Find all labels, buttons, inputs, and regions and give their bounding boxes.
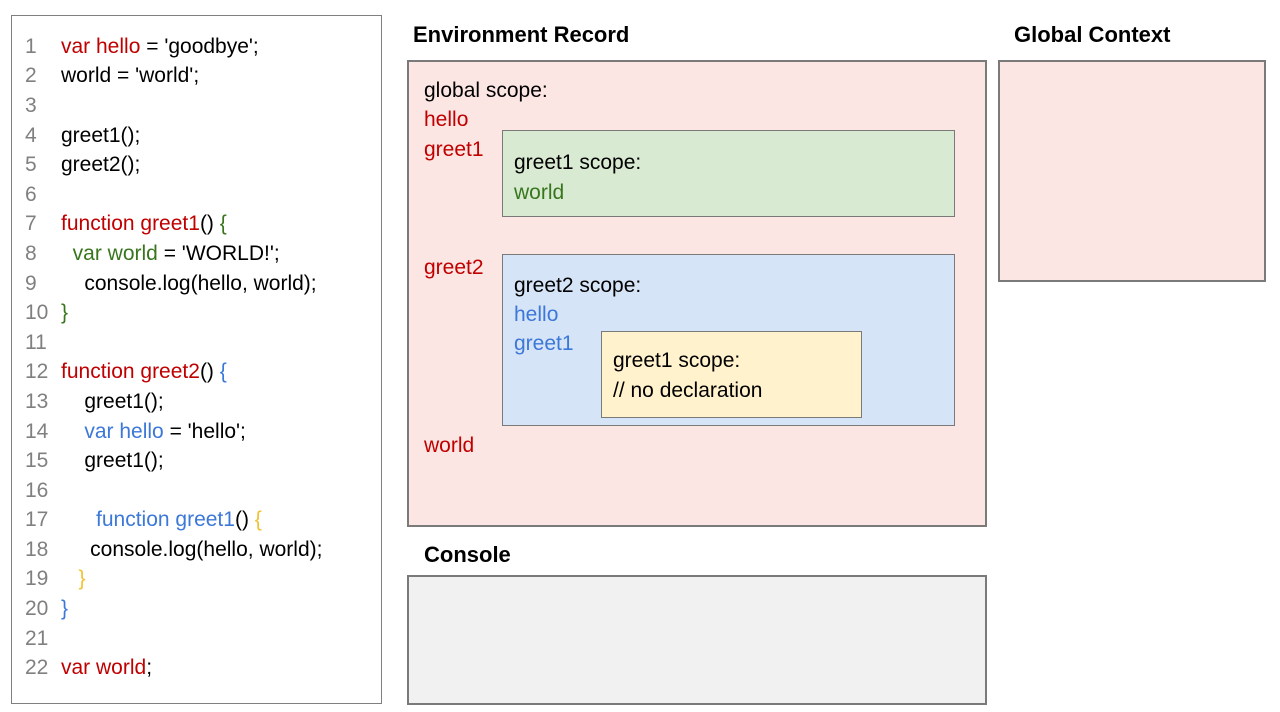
console-output-box [407, 575, 987, 705]
line-number: 13 [25, 389, 49, 413]
code-text: } [61, 597, 69, 621]
code-line: 18 console.log(hello, world); [12, 535, 381, 565]
line-number: 4 [25, 123, 37, 147]
line-number: 14 [25, 419, 49, 443]
code-line: 8 var world = 'WORLD!'; [12, 239, 381, 269]
code-text: console.log(hello, world); [61, 537, 323, 561]
code-text: greet2(); [61, 153, 141, 177]
line-number: 18 [25, 537, 49, 561]
code-line: 19 } [12, 565, 381, 595]
line-number: 20 [25, 597, 49, 621]
code-line: 14 var hello = 'hello'; [12, 417, 381, 447]
code-text: } [61, 301, 69, 325]
code-line: 12 function greet2() { [12, 358, 381, 388]
line-number: 12 [25, 360, 49, 384]
line-number: 15 [25, 449, 49, 473]
code-line: 5 greet2(); [12, 150, 381, 180]
code-panel: 1 var hello = 'goodbye'; 2 world = 'world';… [11, 15, 382, 704]
code-text: } [78, 567, 86, 591]
code-line: 13 greet1(); [12, 387, 381, 417]
greet1-inner-scope-box [601, 331, 862, 418]
code-line: 22 var world; [12, 653, 381, 683]
greet2-scope-label: greet2 scope: [514, 274, 642, 297]
console-title: Console [424, 542, 511, 567]
code-line: 21 [12, 624, 381, 654]
global-scope-var-hello: hello [424, 108, 469, 131]
global-context-title: Global Context [1014, 22, 1171, 47]
global-scope-var-world: world [424, 434, 475, 457]
global-context-box [998, 60, 1266, 282]
line-number: 17 [25, 508, 49, 532]
code-line: 6 [12, 180, 381, 210]
line-number: 8 [25, 241, 37, 265]
line-number: 10 [25, 301, 49, 325]
greet1-scope-var-world: world [514, 181, 565, 204]
line-number: 6 [25, 182, 37, 206]
line-number: 7 [25, 212, 37, 236]
code-text: var world = 'WORLD!'; [72, 241, 280, 265]
greet1-inner-scope-label: greet1 scope: [613, 349, 741, 372]
code-text: function greet2() { [61, 360, 227, 384]
code-line: 16 [12, 476, 381, 506]
line-number: 3 [25, 93, 37, 117]
code-line: 20} [12, 594, 381, 624]
global-scope-label: global scope: [424, 79, 548, 102]
greet2-scope-var-hello: hello [514, 303, 559, 326]
code-text: greet1(); [61, 389, 164, 413]
greet2-scope-var-greet1: greet1 [514, 332, 574, 355]
greet1-scope-label: greet1 scope: [514, 151, 642, 174]
code-line: 10} [12, 298, 381, 328]
line-number: 22 [25, 656, 49, 680]
code-line: 17 function greet1() { [12, 506, 381, 536]
code-line: 9 console.log(hello, world); [12, 269, 381, 299]
code-line: 3 [12, 91, 381, 121]
environment-record-title: Environment Record [413, 22, 630, 47]
code-text: console.log(hello, world); [61, 271, 317, 295]
greet1-scope-box [502, 130, 955, 217]
line-number: 5 [25, 153, 37, 177]
code-text: world = 'world'; [61, 64, 200, 88]
line-number: 2 [25, 64, 37, 88]
code-line: 7 function greet1() { [12, 210, 381, 240]
code-line: 1 var hello = 'goodbye'; [12, 32, 381, 62]
code-text: var hello = 'hello'; [84, 419, 246, 443]
line-number: 11 [25, 330, 47, 354]
code-line: 4 greet1(); [12, 121, 381, 151]
line-number: 16 [25, 478, 49, 502]
global-scope-var-greet2: greet2 [424, 256, 484, 279]
code-line: 2 world = 'world'; [12, 62, 381, 92]
code-text: greet1(); [61, 449, 164, 473]
global-scope-var-greet1: greet1 [424, 138, 484, 161]
greet1-inner-scope-comment: // no declaration [613, 379, 763, 402]
code-line: 11 [12, 328, 381, 358]
line-number: 1 [25, 34, 37, 58]
code-text: function greet1() { [96, 508, 262, 532]
line-number: 21 [25, 626, 49, 650]
code-text: var hello = 'goodbye'; [61, 34, 259, 58]
code-text: var world; [61, 656, 153, 680]
code-lines: 1 var hello = 'goodbye'; 2 world = 'world';… [12, 16, 381, 683]
code-line: 15 greet1(); [12, 446, 381, 476]
line-number: 9 [25, 271, 37, 295]
code-text: greet1(); [61, 123, 141, 147]
line-number: 19 [25, 567, 49, 591]
code-text: function greet1() { [61, 212, 227, 236]
